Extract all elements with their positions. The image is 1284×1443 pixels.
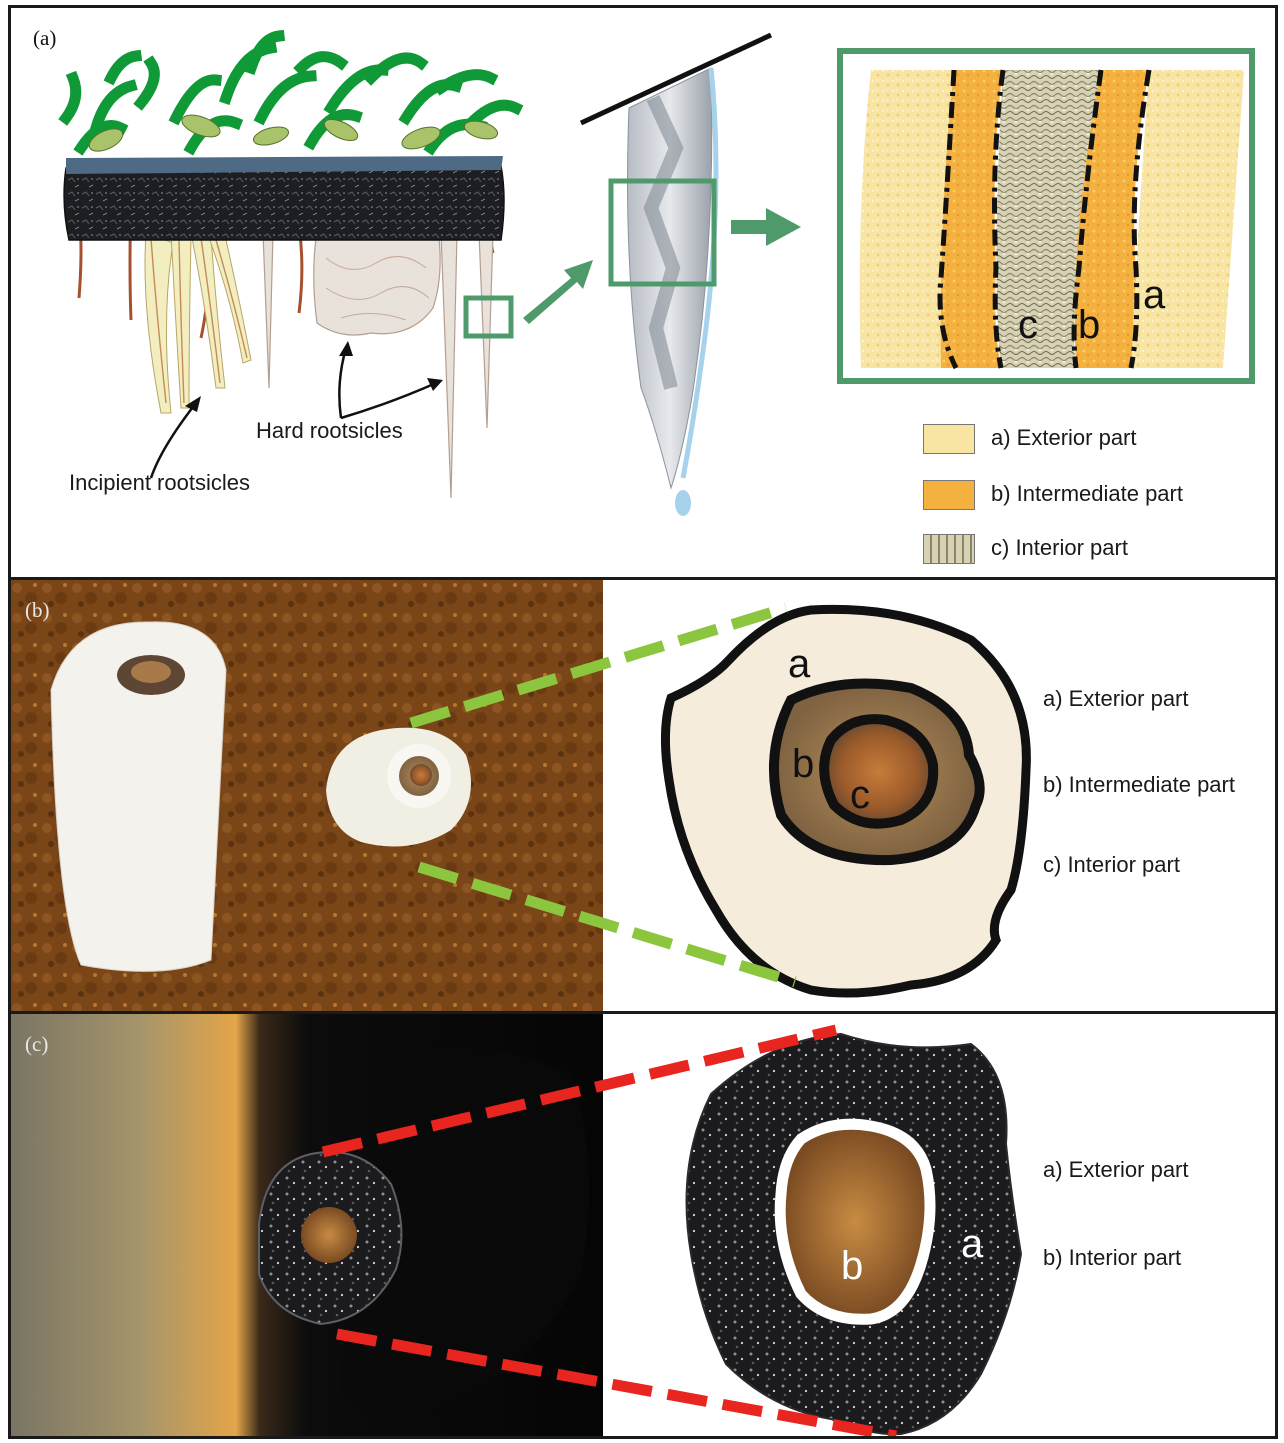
- section-b-letter-a: a: [788, 642, 810, 687]
- legend-label-exterior: a) Exterior part: [991, 425, 1137, 451]
- rootsicle-upright-inner: [131, 661, 171, 683]
- legend-label-intermediate: b) Intermediate part: [991, 481, 1183, 507]
- legend-b-intermediate: b) Intermediate part: [1043, 772, 1235, 798]
- legend-b-interior: c) Interior part: [1043, 852, 1180, 878]
- section-letter-c: c: [1018, 303, 1038, 348]
- incipient-rootsicles: [145, 233, 251, 413]
- hard-rootsicles: [263, 233, 493, 498]
- section-b-letter-c: c: [850, 773, 870, 818]
- pointer-arrows: [151, 348, 436, 478]
- legend-c-exterior: a) Exterior part: [1043, 1157, 1189, 1183]
- rootsicle-section-core: [410, 764, 432, 786]
- legend-label-interior: c) Interior part: [991, 535, 1128, 561]
- section-c-letter-b: b: [841, 1244, 863, 1289]
- panel-c-diagram: [11, 1014, 1275, 1436]
- legend-swatch-intermediate: [923, 480, 975, 510]
- enlarged-interior-core: [824, 719, 933, 824]
- legend-c-interior: b) Interior part: [1043, 1245, 1181, 1271]
- legend-swatch-exterior: [923, 424, 975, 454]
- soil-block: [64, 166, 504, 240]
- section-letter-a: a: [1143, 273, 1165, 318]
- seedlings: [86, 111, 500, 156]
- foliage: [66, 36, 516, 148]
- rootsicle-section-c-core: [301, 1207, 357, 1263]
- section-c-letter-a: a: [961, 1222, 983, 1267]
- panel-b-letter: (b): [25, 598, 50, 623]
- legend-swatch-interior: [923, 534, 975, 564]
- panel-b: (b) a b c a) Exterior part b) Intermedia…: [8, 577, 1278, 1014]
- panel-c-letter: (c): [25, 1032, 48, 1057]
- panel-c: (c) b a a) Exterior part b) Interior par…: [8, 1011, 1278, 1439]
- section-letter-b: b: [1078, 303, 1100, 348]
- section-b-letter-b: b: [792, 742, 814, 787]
- enlarged-interior-c: [780, 1124, 930, 1319]
- enlarged-section: [860, 70, 1244, 368]
- legend-b-exterior: a) Exterior part: [1043, 686, 1189, 712]
- label-hard-rootsicles: Hard rootsicles: [256, 418, 403, 444]
- panel-a-letter: (a): [33, 26, 56, 51]
- label-incipient-rootsicles: Incipient rootsicles: [69, 470, 250, 496]
- panel-a: (a) Incipient rootsicles Hard rootsicles…: [8, 5, 1278, 580]
